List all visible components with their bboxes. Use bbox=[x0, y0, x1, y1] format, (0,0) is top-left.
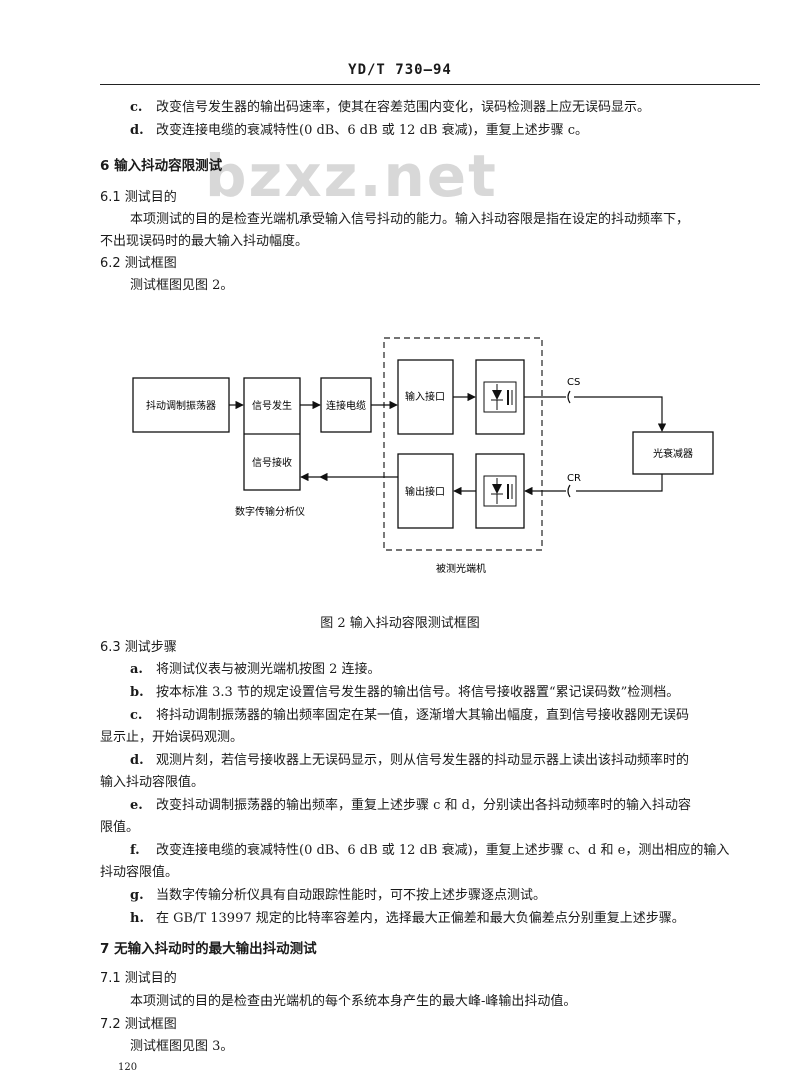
input-interface-label: 输入接口 bbox=[405, 390, 445, 403]
dut-boundary bbox=[383, 337, 543, 551]
step-text: 观测片刻，若信号接收器上无误码显示，则从信号发生器的抖动显示器上读出该抖动频率时… bbox=[156, 753, 690, 768]
item-text: 改变连接电缆的衰减特性(0 dB、6 dB 或 12 dB 衰减)，重复上述步骤… bbox=[156, 123, 589, 138]
section-6-2-heading: 6.2 测试框图 bbox=[100, 256, 177, 271]
cs-connector bbox=[567, 390, 571, 404]
cr-connector bbox=[567, 484, 571, 498]
step-f-line2: 抖动容限值。 bbox=[100, 865, 179, 880]
attenuator-label: 光衰减器 bbox=[653, 447, 693, 460]
step-d-line1: d. 观测片刻，若信号接收器上无误码显示，则从信号发生器的抖动显示器上读出该抖动频… bbox=[130, 752, 689, 770]
document-code-header: YD/T 730—94 bbox=[348, 62, 452, 78]
step-c-line1: c. 将抖动调制振荡器的输出频率固定在某一值，逐渐增大其输出幅度，直到信号接收器刚… bbox=[130, 707, 689, 725]
signal-receiver-label: 信号接收 bbox=[252, 456, 292, 469]
section-6-3-heading: 6.3 测试步骤 bbox=[100, 640, 177, 655]
header-rule bbox=[100, 84, 760, 85]
section-7-heading: 7 无输入抖动时的最大输出抖动测试 bbox=[100, 941, 317, 957]
cs-label: CS bbox=[567, 377, 580, 388]
top-item-c: c. 改变信号发生器的输出码速率，使其在容差范围内变化，误码检测器上应无误码显示。 bbox=[130, 99, 650, 117]
section-6-1-para-line2: 不出现误码时的最大输入抖动幅度。 bbox=[100, 234, 309, 249]
step-text: 将抖动调制振荡器的输出频率固定在某一值，逐渐增大其输出幅度，直到信号接收器刚无误… bbox=[156, 708, 690, 723]
section-6-1-para-line1: 本项测试的目的是检查光端机承受输入信号抖动的能力。输入抖动容限是指在设定的抖动频… bbox=[130, 212, 690, 227]
step-h: h. 在 GB/T 13997 规定的比特率容差内，选择最大正偏差和最大负偏差点分… bbox=[130, 910, 685, 928]
step-text: 按本标准 3.3 节的规定设置信号发生器的输出信号。将信号接收器置“累记误码数”… bbox=[156, 685, 680, 700]
section-6-2-para: 测试框图见图 2。 bbox=[130, 278, 234, 293]
step-e-line1: e. 改变抖动调制振荡器的输出频率，重复上述步骤 c 和 d，分别读出各抖动频率时… bbox=[130, 797, 691, 815]
watermark: bzxz.net bbox=[205, 142, 498, 210]
section-7-2-heading: 7.2 测试框图 bbox=[100, 1017, 177, 1032]
section-7-1-heading: 7.1 测试目的 bbox=[100, 971, 177, 986]
page-number: 120 bbox=[118, 1062, 138, 1073]
dut-label: 被测光端机 bbox=[436, 562, 486, 575]
section-6-1-heading: 6.1 测试目的 bbox=[100, 190, 177, 205]
step-f-line1: f. 改变连接电缆的衰减特性(0 dB、6 dB 或 12 dB 衰减)，重复上述… bbox=[130, 842, 729, 860]
cable-label: 连接电缆 bbox=[326, 399, 366, 412]
optical-receiver-icon bbox=[475, 453, 525, 529]
step-c-line2: 显示止，开始误码观测。 bbox=[100, 730, 244, 745]
item-marker: c. bbox=[130, 100, 143, 115]
step-marker: g. bbox=[130, 888, 144, 903]
attenuator-box bbox=[632, 431, 714, 475]
step-text: 改变抖动调制振荡器的输出频率，重复上述步骤 c 和 d，分别读出各抖动频率时的输… bbox=[156, 798, 692, 813]
analyzer-label: 数字传输分析仪 bbox=[235, 505, 305, 518]
cr-label: CR bbox=[567, 473, 581, 484]
item-marker: d. bbox=[130, 123, 144, 138]
jitter-oscillator-label: 抖动调制振荡器 bbox=[146, 399, 216, 412]
section-6-heading: 6 输入抖动容限测试 bbox=[100, 158, 223, 174]
step-marker: h. bbox=[130, 911, 144, 926]
arrow-cs-to-attenuator bbox=[574, 396, 667, 432]
step-marker: b. bbox=[130, 685, 144, 700]
step-text: 当数字传输分析仪具有自动跟踪性能时，可不按上述步骤逐点测试。 bbox=[156, 888, 547, 903]
step-marker: c. bbox=[130, 708, 143, 723]
step-marker: f. bbox=[130, 843, 140, 858]
optical-transmitter-icon bbox=[475, 359, 525, 435]
output-interface-label: 输出接口 bbox=[405, 485, 445, 498]
figure-2-caption: 图 2 输入抖动容限测试框图 bbox=[320, 616, 480, 631]
signal-generator-label: 信号发生 bbox=[252, 399, 292, 412]
section-7-2-para: 测试框图见图 3。 bbox=[130, 1039, 234, 1054]
step-marker: e. bbox=[130, 798, 143, 813]
step-marker: a. bbox=[130, 662, 143, 677]
step-g: g. 当数字传输分析仪具有自动跟踪性能时，可不按上述步骤逐点测试。 bbox=[130, 887, 546, 905]
step-text: 在 GB/T 13997 规定的比特率容差内，选择最大正偏差和最大负偏差点分别重… bbox=[156, 911, 685, 926]
step-d-line2: 输入抖动容限值。 bbox=[100, 775, 205, 790]
step-e-line2: 限值。 bbox=[100, 820, 140, 835]
output-interface-box bbox=[397, 453, 454, 529]
item-text: 改变信号发生器的输出码速率，使其在容差范围内变化，误码检测器上应无误码显示。 bbox=[156, 100, 651, 115]
step-b: b. 按本标准 3.3 节的规定设置信号发生器的输出信号。将信号接收器置“累记误码… bbox=[130, 684, 679, 702]
step-text: 改变连接电缆的衰减特性(0 dB、6 dB 或 12 dB 衰减)，重复上述步骤… bbox=[156, 843, 730, 858]
step-marker: d. bbox=[130, 753, 144, 768]
line-attenuator-to-cr bbox=[576, 474, 663, 492]
block-diagram-figure-2: 抖动调制振荡器 信号发生 信号接收 数字传输分析仪 连接电缆 输入接口 输出接口 bbox=[132, 337, 714, 575]
top-item-d: d. 改变连接电缆的衰减特性(0 dB、6 dB 或 12 dB 衰减)，重复上述… bbox=[130, 122, 588, 140]
section-7-1-para: 本项测试的目的是检查由光端机的每个系统本身产生的最大峰-峰输出抖动值。 bbox=[130, 994, 577, 1009]
step-text: 将测试仪表与被测光端机按图 2 连接。 bbox=[156, 662, 381, 677]
step-a: a. 将测试仪表与被测光端机按图 2 连接。 bbox=[130, 661, 381, 679]
